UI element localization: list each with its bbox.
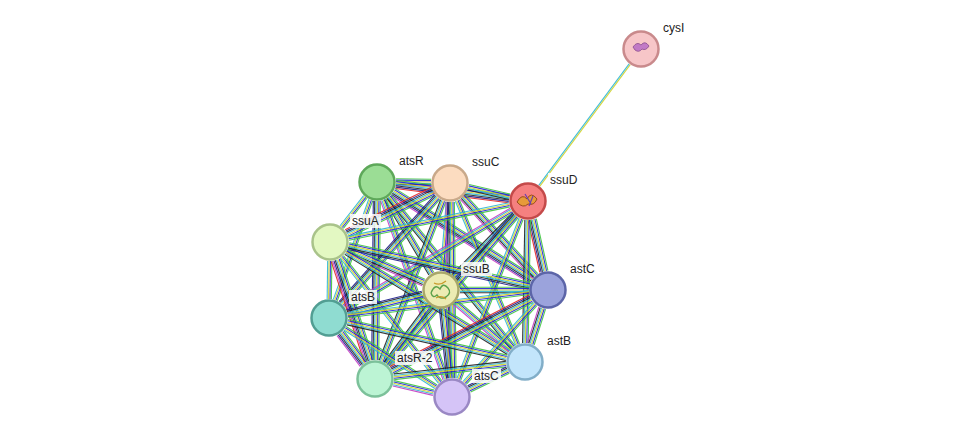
protein-label: ssuA — [350, 214, 381, 228]
interaction-edge — [327, 261, 332, 299]
protein-node: atsB — [310, 299, 348, 337]
node-circle — [310, 299, 348, 337]
interaction-edge — [539, 64, 630, 186]
protein-node: ssuC — [431, 164, 469, 202]
interaction-edge — [340, 256, 442, 384]
protein-label: astC — [568, 262, 597, 276]
node-circle — [422, 271, 460, 309]
interaction-edge — [468, 367, 510, 392]
interaction-edge — [468, 185, 510, 200]
node-circle — [431, 164, 469, 202]
node-circle — [433, 378, 471, 416]
node-circle — [358, 163, 396, 201]
node-circle — [311, 223, 349, 261]
node-circle — [506, 343, 544, 381]
protein-label: atsC — [472, 369, 501, 383]
protein-label: ssuB — [461, 262, 492, 276]
interaction-edge — [393, 381, 434, 396]
protein-node: ssuD — [509, 182, 547, 220]
protein-label: ssuC — [470, 155, 501, 169]
node-circle — [509, 182, 547, 220]
protein-label: atsR — [397, 154, 426, 168]
interaction-edge — [528, 219, 548, 273]
protein-node: astC — [529, 271, 567, 309]
interaction-edge — [337, 331, 367, 367]
protein-node: atsR — [358, 163, 396, 201]
protein-node: cysI — [622, 30, 660, 68]
protein-node: atsR-2 — [356, 360, 394, 398]
protein-label: astB — [545, 334, 573, 348]
protein-label: atsR-2 — [395, 351, 434, 365]
protein-node: ssuA — [311, 223, 349, 261]
protein-node: ssuB — [422, 271, 460, 309]
node-circle — [356, 360, 394, 398]
protein-label: cysI — [661, 21, 686, 35]
protein-label: atsB — [349, 290, 377, 304]
protein-node: astB — [506, 343, 544, 381]
protein-node: atsC — [433, 378, 471, 416]
node-circle — [622, 30, 660, 68]
node-circle — [529, 271, 567, 309]
protein-label: ssuD — [548, 173, 579, 187]
interaction-edge — [348, 203, 510, 240]
